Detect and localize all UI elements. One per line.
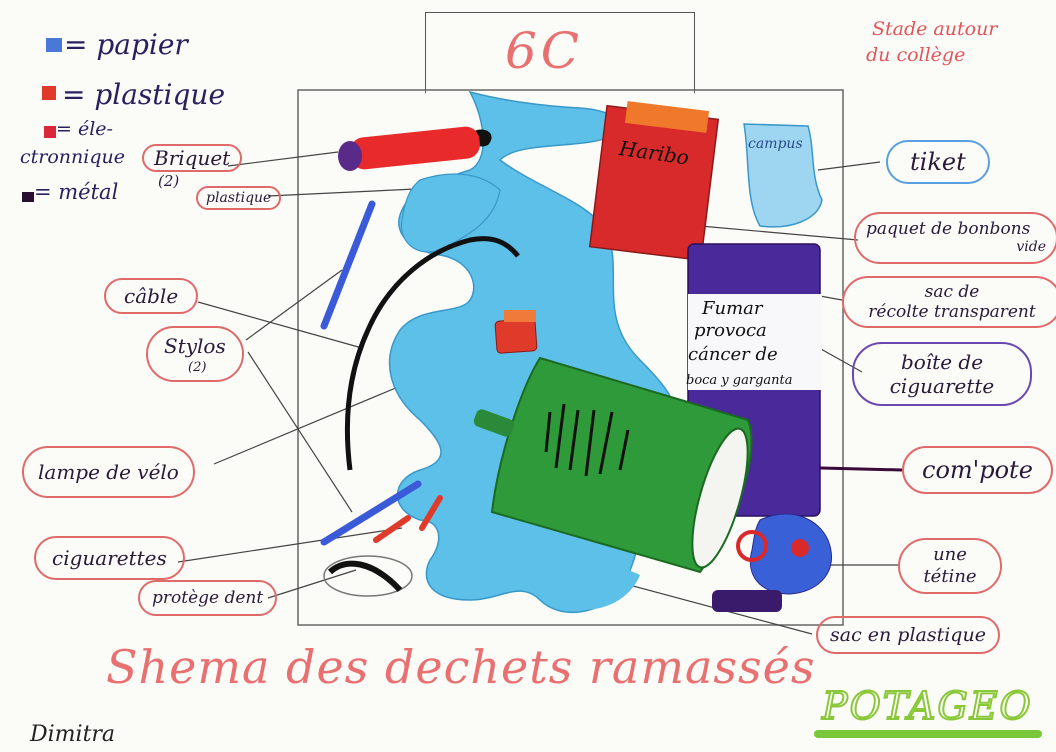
class-box [425, 12, 695, 93]
bike-lamp-top [504, 310, 536, 322]
label-tetine: une tétine [898, 538, 1002, 594]
lighter-body [350, 126, 480, 170]
line-cable [197, 301, 363, 349]
ticket-shape [743, 123, 823, 228]
legend: = papier = plastique = éle- ctronnique =… [18, 28, 248, 218]
label-sac-recolte-line2: récolte transparent [868, 302, 1036, 322]
compote-stripes [544, 403, 630, 477]
line-ticket [817, 161, 881, 171]
pacifier-ring [736, 530, 768, 562]
label-paquet: paquet de bonbons vide [854, 212, 1056, 264]
cigarette-2 [419, 495, 443, 531]
label-cigarettes: ciguarettes [34, 536, 185, 580]
potageo-stamp: POTAGEO [814, 680, 1046, 742]
paper-scrap-shape-2 [539, 563, 640, 610]
line-stylos-2 [247, 351, 353, 513]
mouth-guard-dark [327, 560, 403, 593]
label-boite: boîte de ciguarette [852, 342, 1032, 406]
pack-text-3: cáncer de [688, 344, 778, 365]
label-stylos: Stylos [146, 326, 244, 382]
label-paquet-line2: vide [1016, 239, 1046, 255]
potageo-underline [814, 730, 1042, 738]
label-stylos-count: (2) [188, 360, 207, 375]
legend-swatch-plastique [42, 86, 56, 100]
legend-label-papier: = papier [64, 28, 188, 61]
cigarette-pack-label [688, 294, 822, 390]
legend-label-electronique-2: ctronnique [20, 146, 125, 168]
pacifier-dot [791, 539, 809, 557]
label-sac-recolte: sac de récolte transparent [842, 276, 1056, 328]
label-paquet-line1: paquet de bonbons [866, 219, 1031, 239]
label-briquet: Briquet [142, 144, 243, 172]
haribo-top [624, 101, 710, 133]
cigarette-1 [373, 515, 411, 543]
pack-text-4: boca y garganta [686, 373, 793, 388]
class-label: 6C [505, 22, 584, 80]
pack-text-2: provoca [694, 320, 767, 341]
small-object [473, 409, 515, 437]
label-briquet-material: plastique [196, 186, 282, 210]
potageo-text: POTAGEO [821, 683, 1033, 729]
cable-shape [344, 236, 520, 471]
line-protege [267, 569, 357, 599]
pen-2 [320, 480, 422, 546]
label-lampe: lampe de vélo [22, 446, 195, 498]
line-stylos-1 [245, 269, 343, 341]
line-cigarettes [177, 527, 403, 563]
label-boite-line1: boîte de [900, 350, 984, 374]
line-briquet [227, 151, 339, 167]
pacifier-shape [749, 513, 833, 595]
diagram-title: Shema des dechets ramassés [106, 640, 816, 694]
label-sac-plastique: sac en plastique [816, 616, 1000, 654]
label-sac-recolte-line1: sac de [924, 282, 980, 302]
ticket-text: campus [748, 136, 803, 152]
legend-label-plastique: = plastique [62, 78, 226, 111]
diagram-frame [297, 89, 844, 626]
author-name: Dimitra [30, 722, 116, 747]
label-cable: câble [104, 278, 199, 314]
bike-lamp [494, 318, 538, 354]
lighter-cap [338, 141, 362, 171]
compote-cap [691, 427, 749, 569]
line-paquet [699, 225, 859, 241]
location-line-2: du collège [866, 44, 966, 66]
label-tetine-line2: tétine [923, 566, 977, 587]
pack-text-1: Fumar [701, 298, 764, 319]
label-ticket: tiket [886, 140, 990, 184]
pacifier-handle [712, 590, 782, 612]
pen-1 [320, 200, 376, 330]
location-line-1: Stade autour [872, 18, 998, 40]
legend-label-electronique: = éle- [56, 118, 113, 140]
label-briquet-count: (2) [158, 172, 180, 190]
legend-swatch-metal [22, 192, 34, 202]
label-tetine-line1: une [933, 544, 967, 565]
line-sac-recolte-2 [819, 295, 843, 301]
legend-swatch-papier [46, 38, 62, 52]
label-compote: com'pote [902, 446, 1053, 494]
legend-swatch-electronique [44, 126, 56, 138]
legend-label-metal: = métal [34, 180, 119, 204]
mouth-guard [323, 555, 413, 597]
label-protege: protège dent [138, 580, 278, 616]
label-boite-line2: ciguarette [889, 374, 995, 398]
